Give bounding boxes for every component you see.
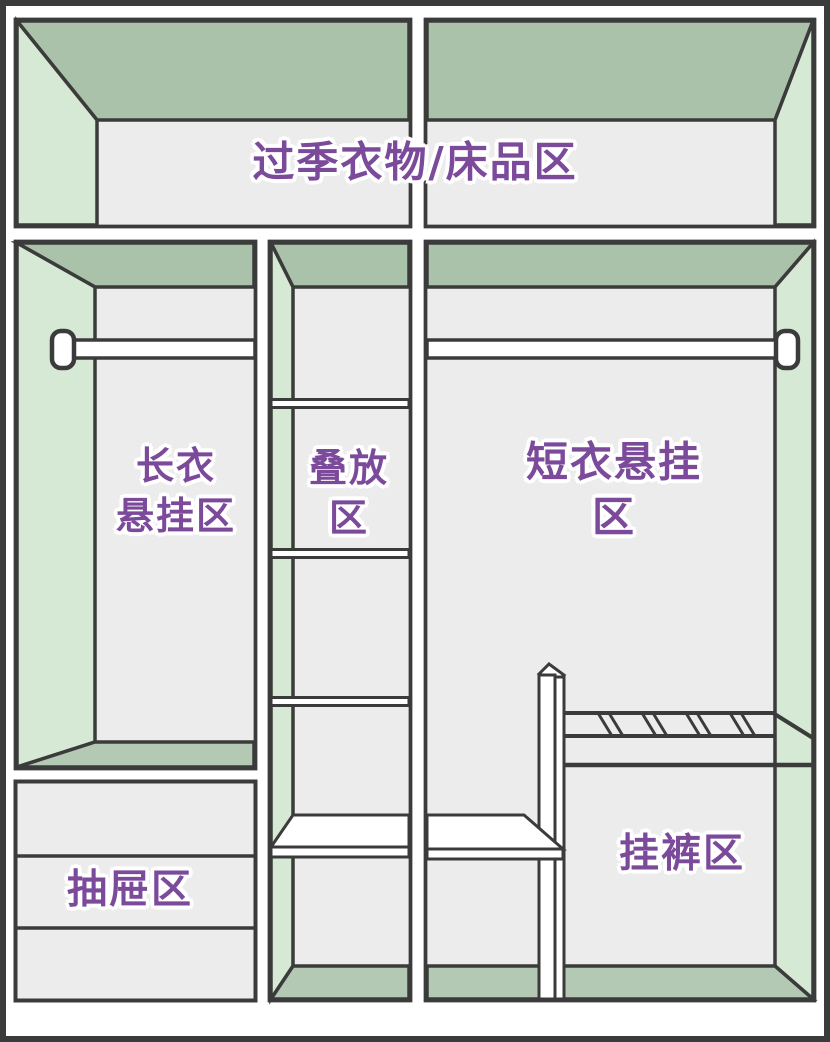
label-long-hanging-zone: 长衣 悬挂区 — [115, 443, 237, 538]
shelf-line-3 — [269, 696, 411, 707]
shelf-line-1 — [269, 398, 411, 409]
top-left-compartment — [13, 16, 413, 229]
short-hanging-compartment — [423, 238, 818, 1003]
pullout-shelf-middle-top — [268, 813, 411, 849]
label-folding-zone: 叠放 区 — [308, 445, 390, 540]
trouser-rack — [565, 711, 815, 768]
rod-bracket-right — [773, 328, 801, 371]
pullout-shelf-middle-edge — [269, 845, 411, 859]
top-left-border — [13, 17, 413, 229]
hanging-rod-right — [425, 338, 784, 360]
label-pants-zone: 挂裤区 — [619, 830, 745, 877]
label-short-hanging-zone: 短衣悬挂区 — [525, 437, 702, 542]
label-drawer-zone: 抽屉区 — [67, 866, 193, 913]
label-seasonal-zone: 过季衣物/床品区 — [252, 137, 578, 187]
shelf-line-2 — [269, 548, 411, 559]
rod-bracket-left — [49, 328, 77, 371]
top-right-compartment — [423, 17, 817, 229]
hanging-rod-left — [60, 338, 257, 360]
long-hanging-compartment — [10, 239, 258, 771]
folding-column — [267, 239, 413, 1005]
top-right-border — [423, 17, 817, 229]
drawer-unit — [13, 779, 258, 1003]
